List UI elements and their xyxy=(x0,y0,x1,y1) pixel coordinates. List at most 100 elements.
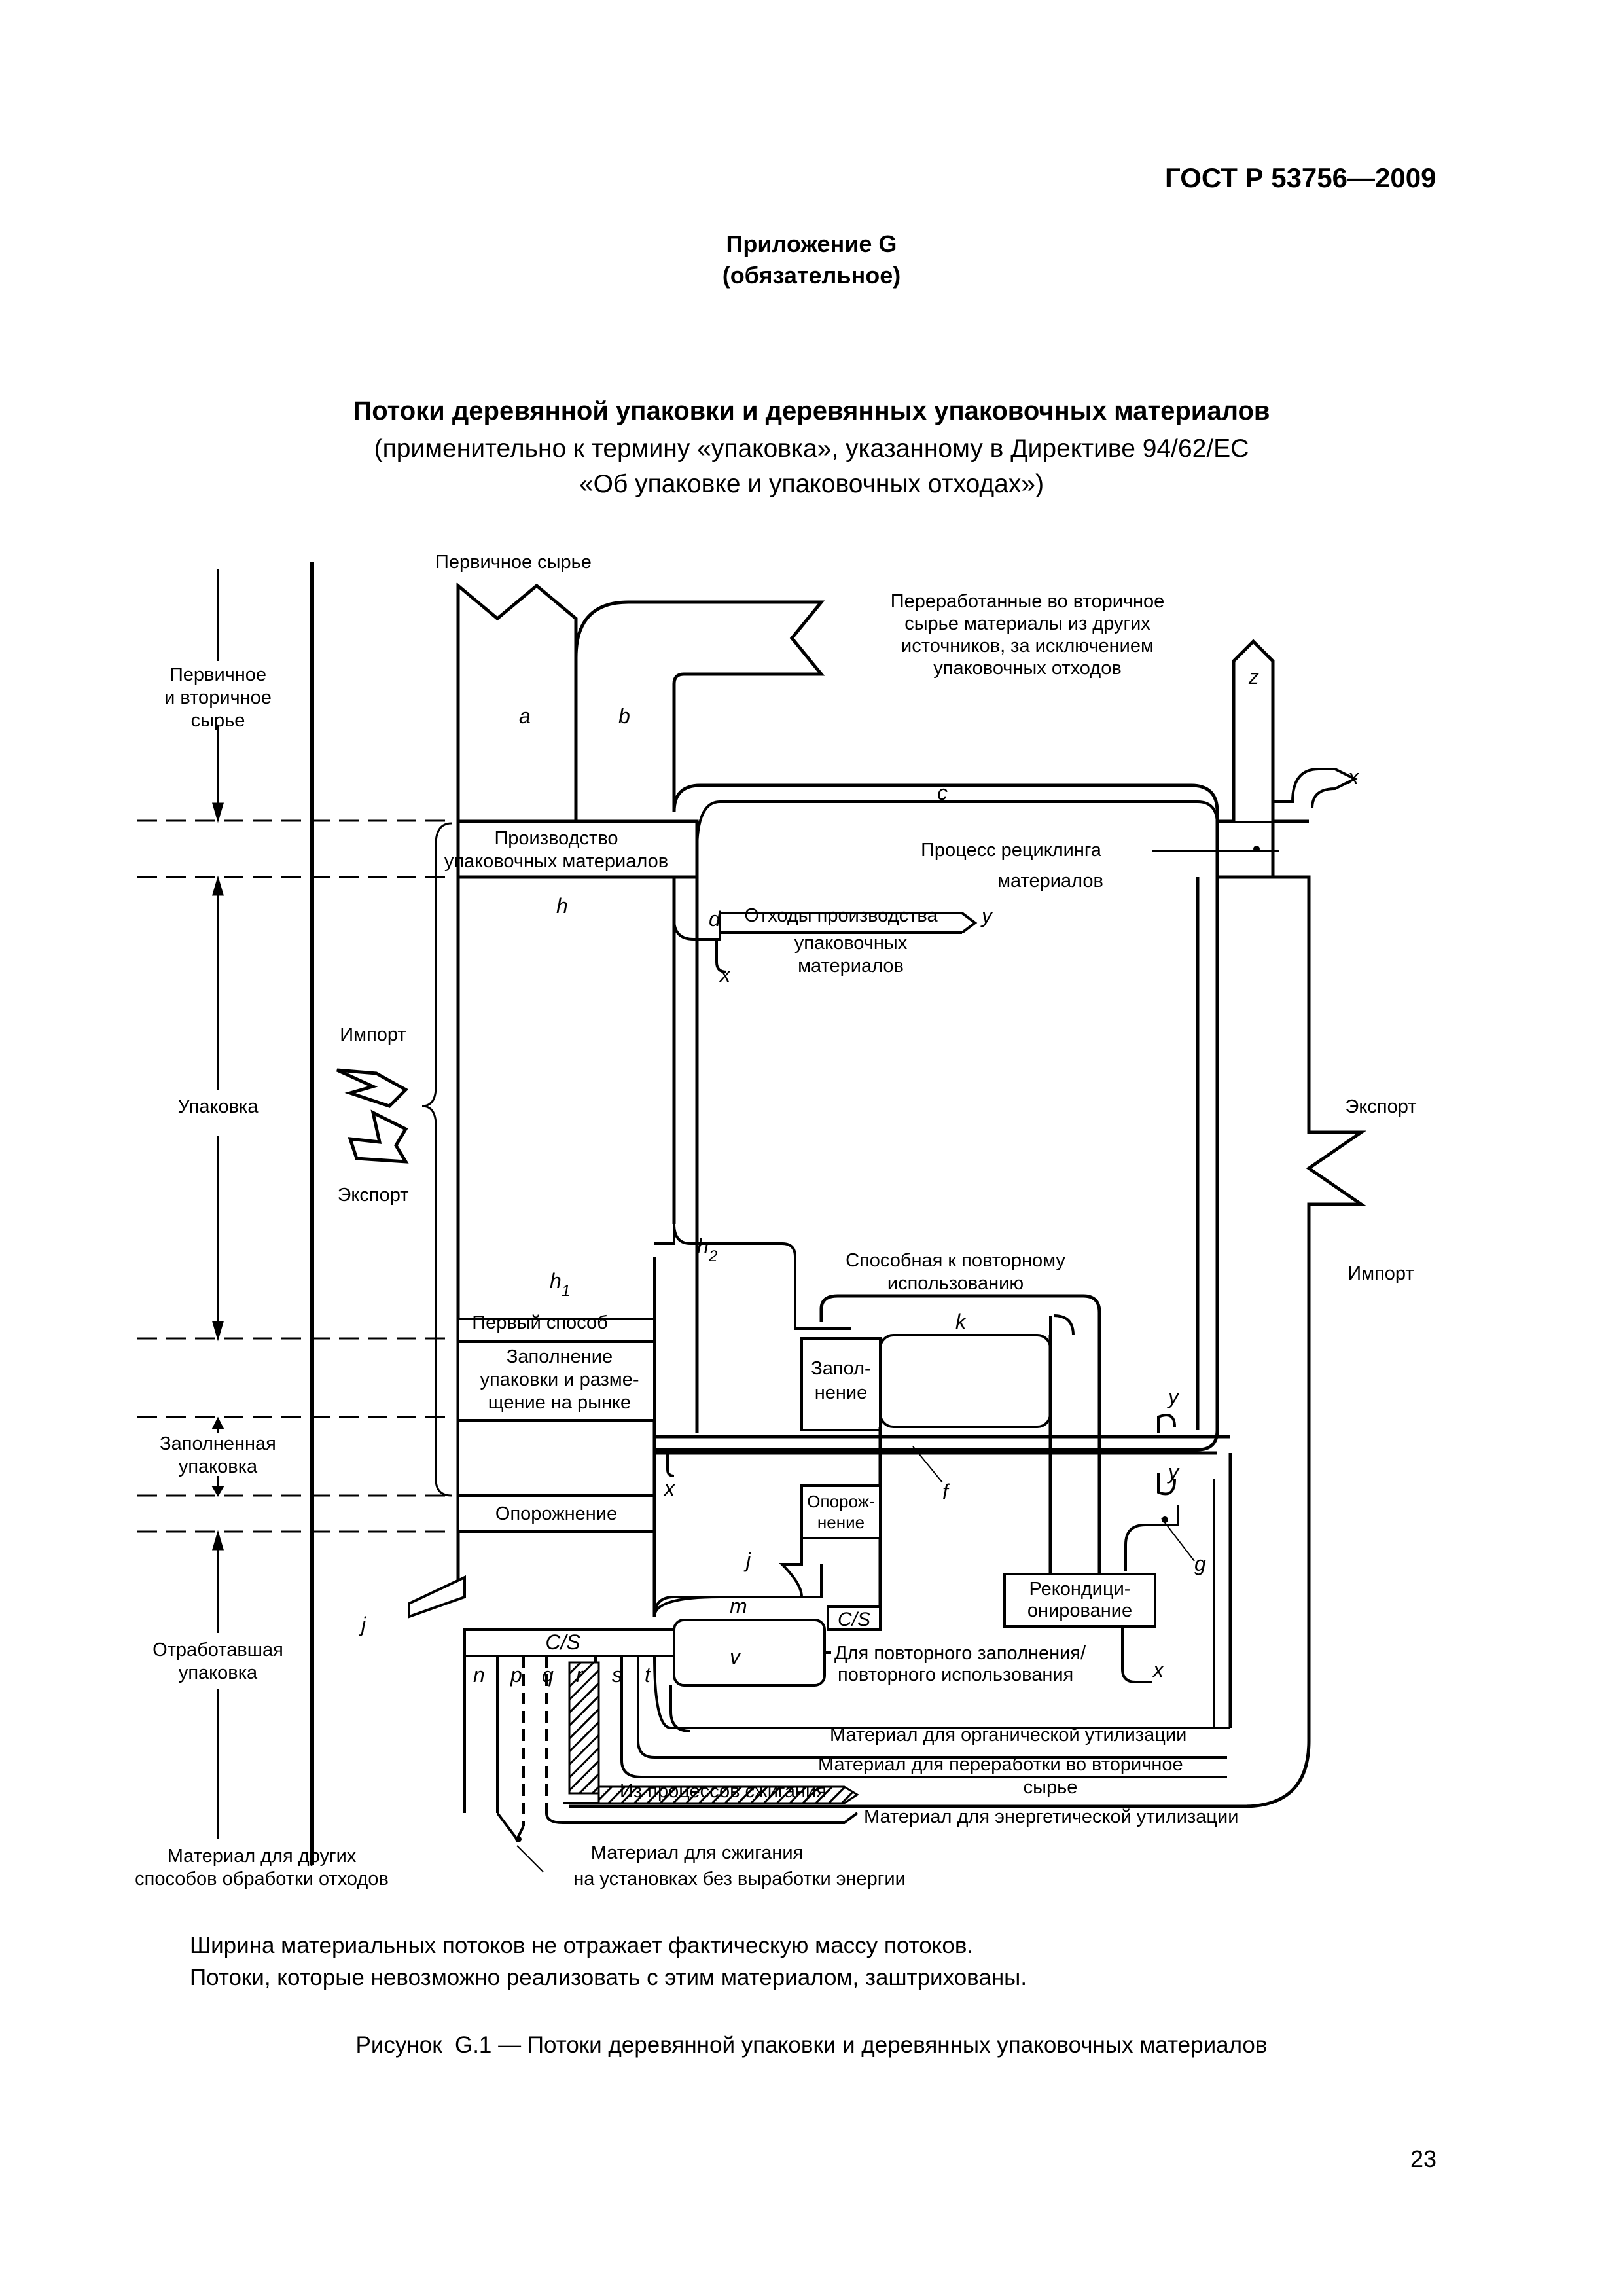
label-filling-2: упаковки и разме- xyxy=(480,1369,639,1390)
letter-h: h xyxy=(556,894,568,918)
label-prod-waste-3: материалов xyxy=(798,956,904,977)
stage-raw-1: Первичное xyxy=(169,664,266,685)
label-recycling-1: Процесс рециклинга xyxy=(921,840,1102,861)
label-reuse-1: Для повторного заполнения/ xyxy=(834,1643,1086,1664)
note-line-1: Ширина материальных потоков не отражает … xyxy=(190,1933,974,1958)
letter-x-bottom: x xyxy=(1152,1658,1164,1681)
label-burn-1: Материал для сжигания xyxy=(591,1842,804,1863)
letter-h2-sub: 2 xyxy=(708,1247,717,1265)
letter-r: r xyxy=(576,1663,584,1687)
label-incineration-from: Из процессов сжигания xyxy=(620,1781,827,1802)
stage-filled-1: Заполненная xyxy=(160,1433,276,1454)
recycling-box xyxy=(697,821,1309,877)
figure-caption: Рисунок G.1 — Потоки деревянной упаковки… xyxy=(355,2032,1268,2058)
letter-g: g xyxy=(1194,1552,1206,1575)
stage-raw-2: и вторичное xyxy=(164,687,272,708)
filling-box xyxy=(457,1340,656,1422)
label-refill-2: нение xyxy=(815,1382,868,1403)
label-prod-waste-1: Отходы производства xyxy=(744,905,938,926)
hatched-flow-r xyxy=(568,1661,600,1795)
stage-arrows xyxy=(211,569,224,1839)
letter-y-mid1: y xyxy=(1167,1385,1180,1408)
letter-f: f xyxy=(942,1480,950,1503)
label-prod-waste-2: упаковочных xyxy=(794,933,908,954)
label-emptying2-2: нение xyxy=(817,1513,865,1532)
right-column xyxy=(569,875,1367,1808)
standard-number: ГОСТ Р 53756—2009 xyxy=(1165,162,1436,193)
letter-y-mid2: y xyxy=(1167,1460,1180,1484)
label-recycle-out-2: сырье xyxy=(1024,1777,1078,1798)
stage-packaging: Упаковка xyxy=(178,1096,259,1117)
letter-k: k xyxy=(955,1310,967,1333)
letter-x-mid: x xyxy=(663,1477,675,1500)
refill-box xyxy=(800,1337,882,1431)
note-line-2: Потоки, которые невозможно реализовать с… xyxy=(190,1965,1027,1990)
letter-a: a xyxy=(519,704,531,728)
label-import-left: Импорт xyxy=(340,1024,406,1045)
flow-h2 xyxy=(654,1223,851,1330)
label-reuse-2: повторного использования xyxy=(838,1664,1073,1685)
label-export-right: Экспорт xyxy=(1346,1096,1417,1117)
label-recond-1: Рекондици- xyxy=(1029,1579,1131,1600)
letter-j-left: j xyxy=(359,1613,366,1636)
annex-status: (обязательное) xyxy=(722,262,901,289)
letter-b: b xyxy=(618,704,630,728)
loop-c xyxy=(654,783,1219,1452)
label-import-right: Импорт xyxy=(1347,1263,1414,1284)
letter-p: p xyxy=(510,1663,522,1687)
letter-x-top: x xyxy=(1347,765,1359,789)
label-export-left: Экспорт xyxy=(338,1185,409,1206)
label-secondary-2: сырье материалы из других xyxy=(904,613,1150,634)
letter-v: v xyxy=(730,1645,741,1668)
label-refill-1: Запол- xyxy=(811,1358,870,1379)
stage-filled-2: упаковка xyxy=(179,1456,258,1477)
letter-c: c xyxy=(937,781,948,804)
letter-x-d: x xyxy=(719,963,731,986)
letter-t: t xyxy=(645,1663,651,1687)
flow-j2 xyxy=(653,1538,804,1617)
stage-separators xyxy=(137,819,452,1533)
flow-k xyxy=(819,1294,1101,1597)
letter-j-mid: j xyxy=(743,1549,751,1572)
label-recond-2: онирование xyxy=(1027,1600,1132,1621)
emptying2-box xyxy=(800,1484,882,1539)
label-reusable-2: использованию xyxy=(887,1273,1024,1294)
label-emptying2-1: Опорож- xyxy=(807,1492,874,1511)
stage-waste-1: Отработавшая xyxy=(152,1640,283,1660)
label-secondary-4: упаковочных отходов xyxy=(933,658,1121,679)
annex-title: Приложение G xyxy=(726,230,897,257)
label-primary-raw: Первичное сырье xyxy=(435,552,592,573)
letter-z: z xyxy=(1248,665,1259,689)
recond-box xyxy=(1003,1573,1156,1628)
label-filling-1: Заполнение xyxy=(507,1346,613,1367)
export-left-icon xyxy=(348,1109,409,1164)
letter-m: m xyxy=(730,1594,747,1618)
label-production-1: Производство xyxy=(494,828,618,849)
page-number: 23 xyxy=(1410,2145,1437,2172)
label-cs-left: C/S xyxy=(545,1630,580,1654)
stage-other-2: способов обработки отходов xyxy=(135,1869,389,1890)
import-left-icon xyxy=(336,1068,409,1108)
flow-b xyxy=(574,600,825,812)
label-cs-right: C/S xyxy=(838,1609,870,1630)
stage-waste-2: упаковка xyxy=(179,1662,258,1683)
label-recycling-2: материалов xyxy=(997,870,1103,891)
figure-title: Потоки деревянной упаковки и деревянных … xyxy=(353,397,1270,425)
v-box xyxy=(673,1619,826,1687)
label-recycle-out-1: Материал для переработки во вторичное xyxy=(818,1754,1183,1775)
label-organic: Материал для органической утилизации xyxy=(830,1725,1186,1746)
stage-raw-3: сырье xyxy=(191,710,245,731)
first-way-box xyxy=(457,1318,656,1343)
output-flows xyxy=(463,1655,1230,1842)
figure-subtitle-line2: (применительно к термину «упаковка», ука… xyxy=(374,435,1249,463)
label-energy: Материал для энергетической утилизации xyxy=(864,1806,1238,1827)
label-production-2: упаковочных материалов xyxy=(444,851,668,872)
letter-d: d xyxy=(709,907,721,931)
label-emptying: Опорожнение xyxy=(495,1503,617,1524)
letter-h1-sub: 1 xyxy=(562,1282,570,1300)
flow-m xyxy=(653,1564,823,1617)
packaging-brace xyxy=(421,822,452,1497)
label-secondary-1: Переработанные во вторичное xyxy=(891,591,1165,612)
